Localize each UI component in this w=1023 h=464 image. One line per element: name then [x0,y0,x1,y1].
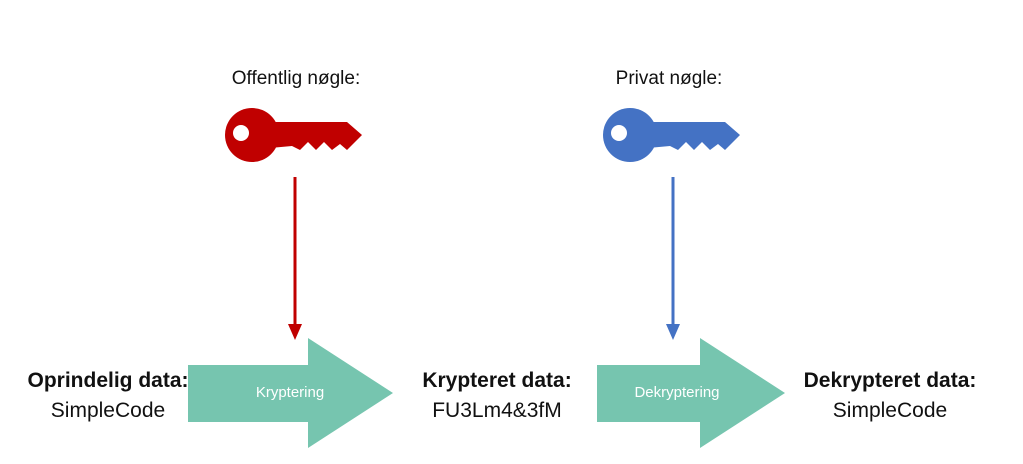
private-key-label: Privat nøgle: [615,68,723,89]
encrypt-arrow [188,338,393,448]
decrypted-data-title: Dekrypteret data: [803,369,977,392]
encrypted-data-title: Krypteret data: [422,369,572,392]
encrypt-label: Kryptering [255,384,325,401]
encrypted-data-value: FU3Lm4&3fM [432,399,562,422]
original-data-value: SimpleCode [50,399,166,422]
decrypt-arrow [597,338,785,448]
original-data-title: Oprindelig data: [27,369,189,392]
private-key-icon [603,108,740,162]
public-key-arrow [288,177,302,340]
public-key-icon [225,108,362,162]
decrypted-data-value: SimpleCode [832,399,948,422]
decrypt-label: Dekryptering [634,384,720,401]
public-key-label: Offentlig nøgle: [231,68,361,89]
private-key-arrow [666,177,680,340]
